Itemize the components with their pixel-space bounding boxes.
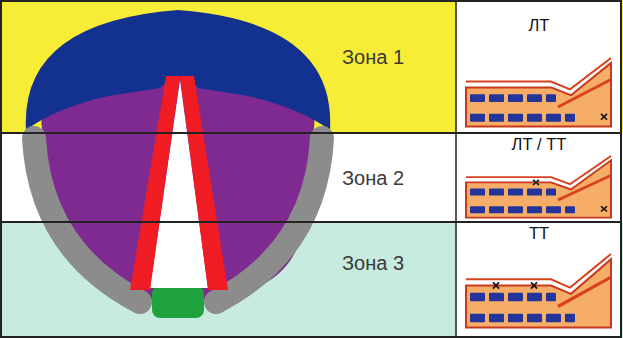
zone-label: Зона 1 <box>342 46 404 69</box>
grey-left <box>34 138 140 302</box>
vocal-fold-left <box>130 76 180 290</box>
tissue-type-label: ЛТ / ТТ <box>457 135 621 154</box>
green-commissure <box>152 286 204 318</box>
zone-label: Зона 3 <box>342 252 404 275</box>
zone-label: Зона 2 <box>342 167 404 190</box>
vocal-fold-right <box>180 76 228 290</box>
zone-band: Зона 3ТТ <box>0 222 456 338</box>
tissue-type-label: ТТ <box>457 224 621 243</box>
tissue-type-label: ЛТ <box>457 16 621 35</box>
zone-band: Зона 1ЛТ <box>0 0 456 133</box>
zone-band: Зона 2ЛТ / ТТ <box>0 133 456 222</box>
zone-divider <box>1 221 621 223</box>
result-cell: ТТ <box>457 222 621 338</box>
tissue-section <box>466 156 611 218</box>
tissue-section <box>466 254 611 328</box>
zone-divider <box>1 132 621 134</box>
right-column <box>456 1 621 337</box>
result-cell: ЛТ / ТТ <box>457 133 621 222</box>
grey-right <box>216 138 322 302</box>
column-divider <box>455 1 457 337</box>
tissue-section <box>466 58 611 127</box>
result-cell: ЛТ <box>457 0 621 133</box>
